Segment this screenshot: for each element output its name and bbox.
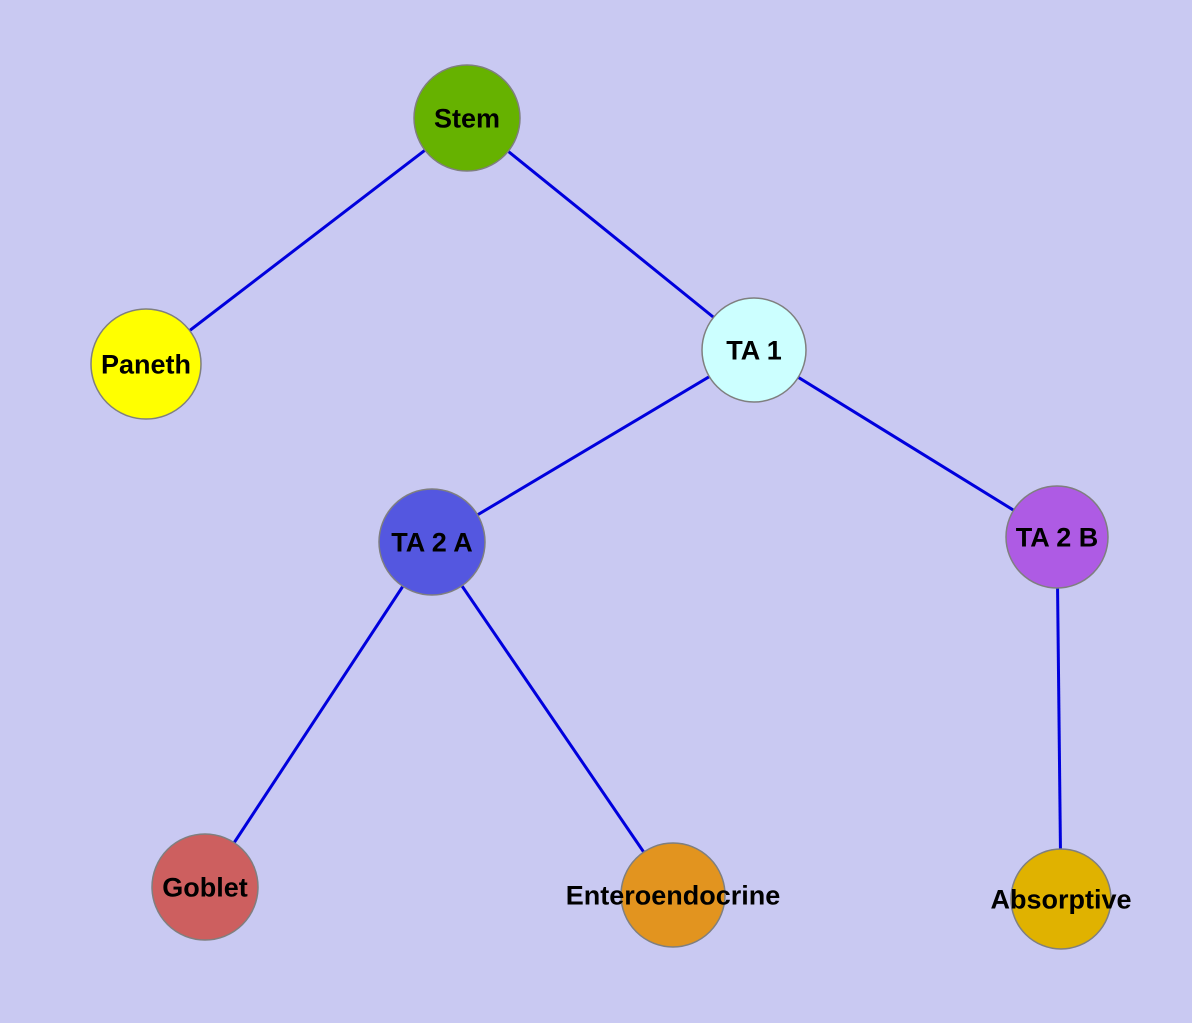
node-ta1: TA 1 <box>701 297 807 403</box>
edge-ta2a-goblet <box>203 541 434 888</box>
node-circle-enteroendocrine <box>620 842 726 948</box>
node-goblet: Goblet <box>151 833 259 941</box>
node-label-paneth: Paneth <box>101 350 191 380</box>
node-label-ta2a: TA 2 A <box>391 528 473 558</box>
node-absorptive: Absorptive <box>990 848 1132 950</box>
node-circle-goblet <box>151 833 259 941</box>
node-circle-ta2b <box>1005 485 1109 589</box>
node-ta2b: TA 2 B <box>1005 485 1109 589</box>
node-paneth: Paneth <box>90 308 202 420</box>
node-circle-paneth <box>90 308 202 420</box>
node-circle-ta1 <box>701 297 807 403</box>
node-enteroendocrine: Enteroendocrine <box>566 842 781 948</box>
node-label-goblet: Goblet <box>162 873 248 903</box>
node-ta2a: TA 2 A <box>378 488 486 596</box>
node-label-absorptive: Absorptive <box>990 885 1131 915</box>
node-label-stem: Stem <box>434 104 500 134</box>
node-circle-stem <box>413 64 521 172</box>
edge-stem-ta1 <box>466 116 755 352</box>
node-stem: Stem <box>413 64 521 172</box>
node-circle-absorptive <box>1010 848 1112 950</box>
node-circle-ta2a <box>378 488 486 596</box>
node-label-enteroendocrine: Enteroendocrine <box>566 881 781 911</box>
edge-ta1-ta2a <box>431 348 755 544</box>
edge-stem-paneth <box>145 116 468 366</box>
edge-ta2b-absorptive <box>1055 536 1063 900</box>
node-label-ta2b: TA 2 B <box>1016 523 1099 553</box>
node-label-ta1: TA 1 <box>726 336 782 366</box>
edge-ta2a-enteroendocrine <box>430 541 675 896</box>
edge-ta1-ta2b <box>753 348 1058 539</box>
